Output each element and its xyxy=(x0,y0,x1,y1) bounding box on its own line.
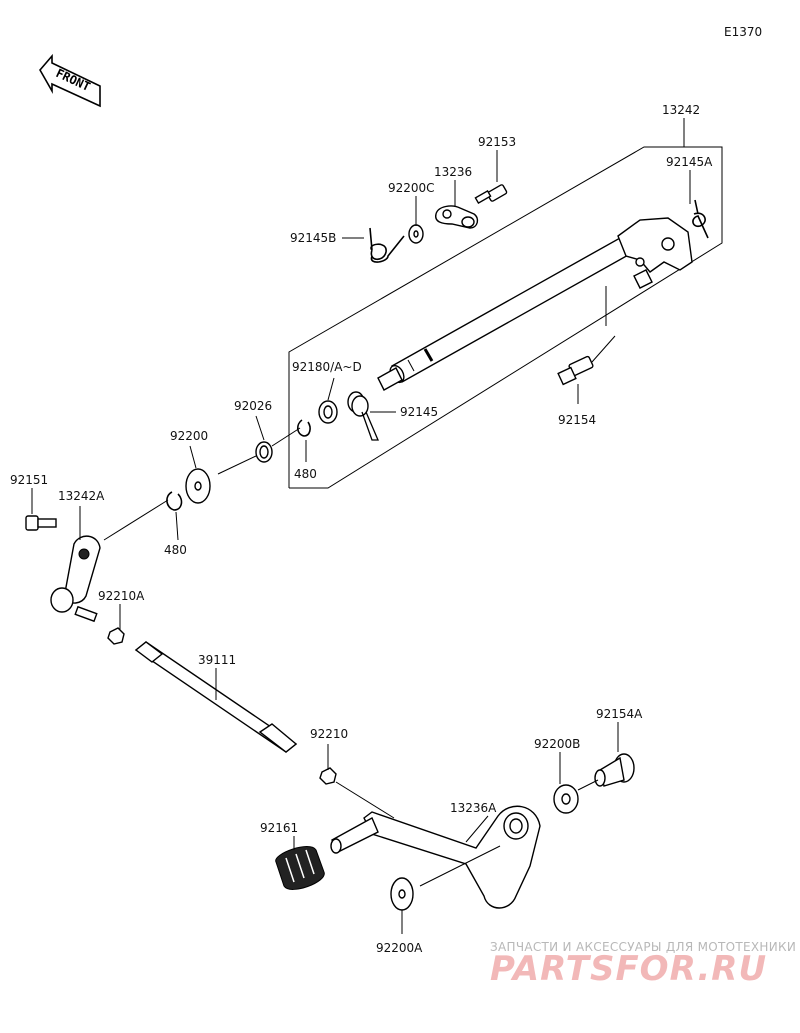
label-92161: 92161 xyxy=(260,821,298,835)
circlip-480-lower xyxy=(166,491,183,511)
front-arrow-icon: FRONT xyxy=(39,53,101,108)
bolt-92151 xyxy=(25,515,57,531)
label-92210a: 92210A xyxy=(98,589,145,603)
pivot-bolt-92154a xyxy=(594,753,635,787)
watermark: ЗАПЧАСТИ И АКСЕССУАРЫ ДЛЯ МОТОТЕХНИКИ PA… xyxy=(490,940,796,989)
label-92200b: 92200B xyxy=(534,737,580,751)
label-92154a: 92154A xyxy=(596,707,643,721)
label-92154: 92154 xyxy=(558,413,596,427)
label-92145b: 92145B xyxy=(290,231,336,245)
label-39111: 39111 xyxy=(198,653,236,667)
label-13242: 13242 xyxy=(662,103,700,117)
label-92200: 92200 xyxy=(170,429,208,443)
label-13236a: 13236A xyxy=(450,801,497,815)
label-92180: 92180/A~D xyxy=(292,360,362,374)
assembly-frame xyxy=(288,146,723,489)
washer-92200 xyxy=(185,468,211,504)
part-labels: 13242 92145A 92153 13236 92200C 92145B 9… xyxy=(10,103,713,955)
shift-lever-13242a xyxy=(50,535,101,613)
label-92145a: 92145A xyxy=(666,155,713,169)
watermark-tagline: ЗАПЧАСТИ И АКСЕССУАРЫ ДЛЯ МОТОТЕХНИКИ xyxy=(490,940,796,954)
label-92026: 92026 xyxy=(234,399,272,413)
diagram-code: E1370 xyxy=(724,25,762,39)
circlip-480-upper xyxy=(296,419,311,437)
watermark-logo: PARTSFOR.RU xyxy=(490,949,767,989)
washer-92200c xyxy=(408,224,424,244)
spring-92145a xyxy=(692,199,709,239)
label-92200c: 92200C xyxy=(388,181,435,195)
washer-92200a xyxy=(390,877,414,911)
nut-92210 xyxy=(319,767,337,785)
shift-shaft xyxy=(377,237,631,391)
label-92151: 92151 xyxy=(10,473,48,487)
label-92210: 92210 xyxy=(310,727,348,741)
label-92145: 92145 xyxy=(400,405,438,419)
leader-lines xyxy=(31,118,691,934)
washer-92200b xyxy=(553,784,579,814)
label-480-lower: 480 xyxy=(164,543,187,557)
pedal-rubber-92161 xyxy=(275,846,325,890)
oil-seal-92180 xyxy=(318,400,338,424)
shift-pedal-13236a xyxy=(330,805,541,909)
spring-92145b xyxy=(369,227,405,263)
label-480-upper: 480 xyxy=(294,467,317,481)
label-13242a: 13242A xyxy=(58,489,105,503)
bolt-92210a xyxy=(74,605,125,645)
label-92200a: 92200A xyxy=(376,941,423,955)
label-13236: 13236 xyxy=(434,165,472,179)
spring-92145 xyxy=(347,391,379,441)
plate-13236 xyxy=(435,205,479,229)
bolt-92154 xyxy=(557,335,616,386)
shift-arm xyxy=(617,217,693,289)
bolt-92153 xyxy=(474,184,508,205)
ring-92026 xyxy=(255,441,273,463)
label-92153: 92153 xyxy=(478,135,516,149)
